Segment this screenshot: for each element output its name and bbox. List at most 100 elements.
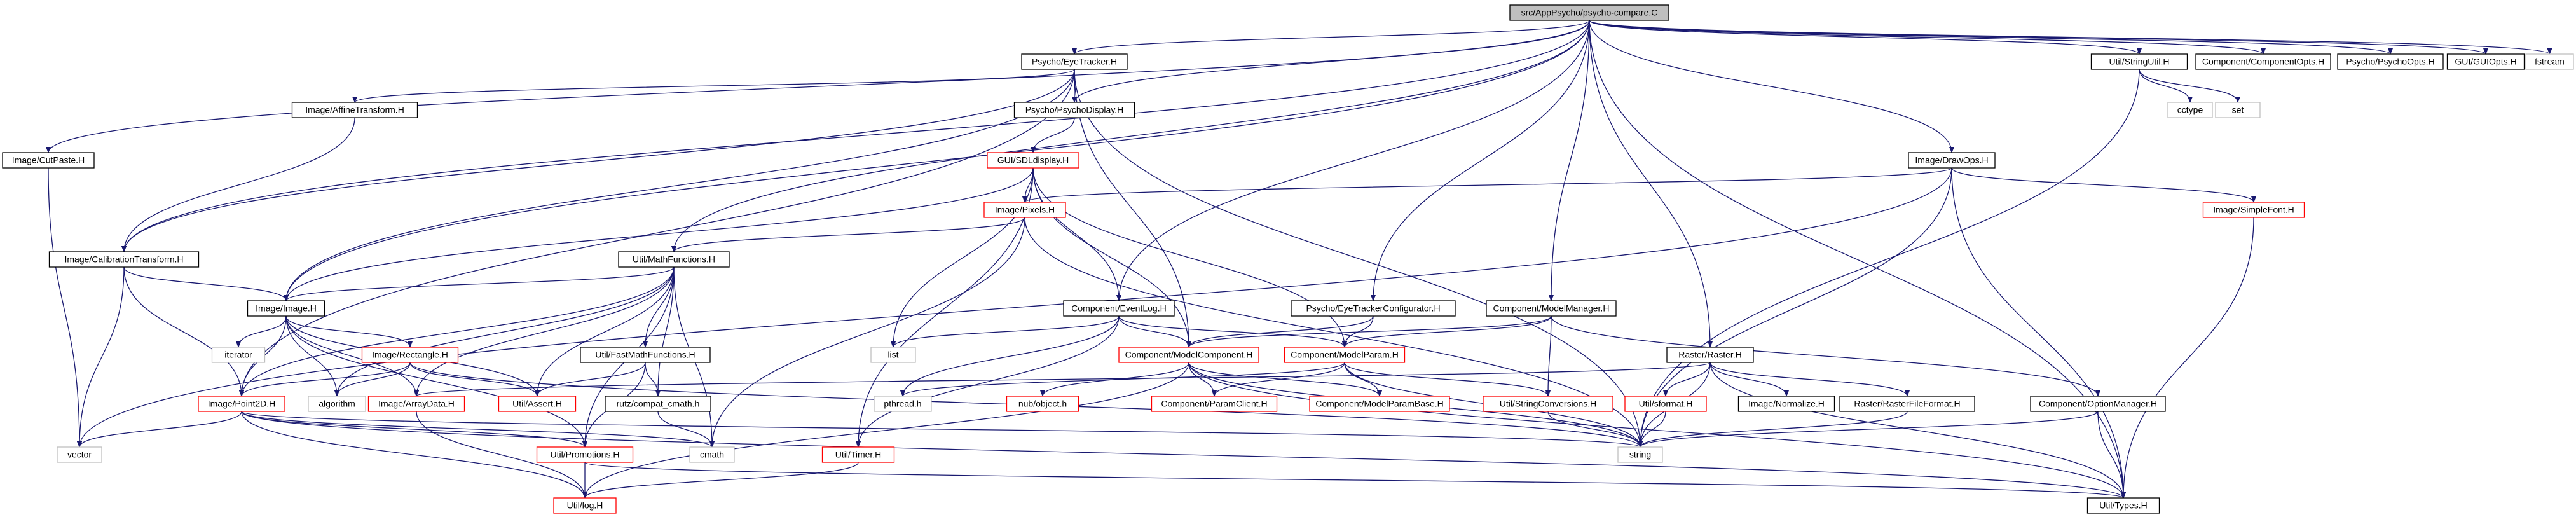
edge-mathfn-to-compatcmath [655,266,675,397]
node-pthread-h[interactable]: pthread.h [874,396,932,412]
node-component-paramclient-h[interactable]: Component/ParamClient.H [1151,396,1278,412]
node-box [367,396,465,412]
node-image-cutpaste-h[interactable]: Image/CutPaste.H [2,152,95,169]
node-iterator[interactable]: iterator [211,347,266,363]
edge-strutil-to-string [1638,69,2140,448]
edge-root-to-image [284,20,1590,301]
node-util-timer-h[interactable]: Util/Timer.H [821,446,895,463]
edge-modcomp-to-parambase [1188,362,1382,397]
node-label: Image/Rectangle.H [372,350,448,360]
node-box [1617,446,1663,463]
edge-mathfn-to-fastmath [643,266,675,348]
edge-root-to-strutil [1589,20,2142,55]
node-vector[interactable]: vector [57,446,102,463]
edge-modparam-to-strconv [1344,362,1551,397]
node-util-log-h[interactable]: Util/log.H [553,497,617,514]
node-psycho-eyetracker-h[interactable]: Psycho/EyeTracker.H [1021,53,1128,70]
node-component-modelcomponent-h[interactable]: Component/ModelComponent.H [1118,347,1259,363]
edge-evlog-to-timer [856,315,1120,448]
node-component-modelmanager-h[interactable]: Component/ModelManager.H [1486,300,1617,317]
node-image-drawops-h[interactable]: Image/DrawOps.H [1908,152,1996,169]
node-fstream[interactable]: fstream [2525,53,2574,70]
node-image-image-h[interactable]: Image/Image.H [247,300,325,317]
node-image-point2d-h[interactable]: Image/Point2D.H [198,396,285,412]
node-util-sformat-h[interactable]: Util/sformat.H [1624,396,1707,412]
node-label: iterator [224,350,252,360]
node-rutz-compat-cmath-h[interactable]: rutz/compat_cmath.h [605,396,711,412]
node-component-eventlog-h[interactable]: Component/EventLog.H [1063,300,1175,317]
edge-fastmath-to-assert [535,362,646,397]
node-box [580,347,711,363]
node-image-pixels-h[interactable]: Image/Pixels.H [983,202,1066,218]
node-component-modelparam-h[interactable]: Component/ModelParam.H [1284,347,1406,363]
edge-root-to-fstream [1589,20,2552,55]
edge-modmgr-to-modcomp [1186,315,1552,348]
edge-pixels-to-cmath [709,217,1025,448]
node-algorithm[interactable]: algorithm [308,396,366,412]
node-raster-raster-h[interactable]: Raster/Raster.H [1666,347,1754,363]
node-gui-sdldisplay-h[interactable]: GUI/SDLdisplay.H [987,152,1079,169]
node-image-rectangle-h[interactable]: Image/Rectangle.H [361,347,459,363]
node-label: Image/Point2D.H [208,399,276,409]
node-util-assert-h[interactable]: Util/Assert.H [498,396,577,412]
node-cctype[interactable]: cctype [2167,102,2213,118]
node-psycho-psychoopts-h[interactable]: Psycho/PsychoOpts.H [2337,53,2444,70]
node-label: algorithm [319,399,355,409]
node-list[interactable]: list [870,347,916,363]
edge-modcomp-to-log [582,362,1189,499]
node-label: Util/MathFunctions.H [633,254,715,265]
node-label: Image/Normalize.H [1748,399,1825,409]
node-util-stringconversions-h[interactable]: Util/StringConversions.H [1483,396,1613,412]
node-image-arraydata-h[interactable]: Image/ArrayData.H [367,396,465,412]
node-nub-object-h[interactable]: nub/object.h [1006,396,1079,412]
edge-point2d-to-cmath [241,411,715,448]
node-label: list [887,350,898,360]
node-util-promotions-h[interactable]: Util/Promotions.H [536,446,634,463]
node-util-fastmathfunctions-h[interactable]: Util/FastMathFunctions.H [580,347,711,363]
node-box [48,251,200,268]
node-label: Image/ArrayData.H [378,399,455,409]
node-util-mathfunctions-h[interactable]: Util/MathFunctions.H [618,251,730,268]
node-label: Component/OptionManager.H [2039,399,2157,409]
edge-drawops-to-types [1951,167,2126,499]
node-cmath[interactable]: cmath [689,446,735,463]
edge-modparam-to-pthread [900,362,1345,397]
node-label: Image/AffineTransform.H [305,105,404,115]
edge-modmgr-to-optmgr [1551,315,2100,397]
edge-point2d-to-promotions [241,411,587,448]
edge-image-to-arraydata [285,315,419,397]
node-box [2,152,95,169]
node-image-affinetransform-h[interactable]: Image/AffineTransform.H [291,102,418,118]
edge-point2d-to-string [241,411,1643,448]
node-set[interactable]: set [2215,102,2261,118]
node-label: Component/ModelParamBase.H [1315,399,1444,409]
node-box [987,152,1079,169]
node-string[interactable]: string [1617,446,1663,463]
node-psycho-psychodisplay-h[interactable]: Psycho/PsychoDisplay.H [1013,102,1135,118]
node-util-stringutil-h[interactable]: Util/StringUtil.H [2090,53,2188,70]
node-label: cctype [2177,105,2203,115]
edge-cutpaste-to-vector [48,167,82,448]
node-psycho-eyetrackerconfigurator-h[interactable]: Psycho/EyeTrackerConfigurator.H [1291,300,1456,317]
node-component-optionmanager-h[interactable]: Component/OptionManager.H [2030,396,2166,412]
node-util-types-h[interactable]: Util/Types.H [2086,497,2160,514]
edge-arraydata-to-log [416,411,587,499]
node-component-componentopts-h[interactable]: Component/ComponentOpts.H [2195,53,2331,70]
node-image-calibrationtransform-h[interactable]: Image/CalibrationTransform.H [48,251,200,268]
node-label: Component/ModelManager.H [1493,303,1610,314]
node-image-normalize-h[interactable]: Image/Normalize.H [1737,396,1835,412]
node-raster-rasterfileformat-h[interactable]: Raster/RasterFileFormat.H [1839,396,1975,412]
node-label: Component/ParamClient.H [1161,399,1267,409]
node-image-simplefont-h[interactable]: Image/SimpleFont.H [2202,202,2305,218]
node-label: fstream [2535,57,2565,67]
node-box [1737,396,1835,412]
node-label: Util/FastMathFunctions.H [595,350,695,360]
edge-mathfn-to-arraydata [414,266,675,397]
node-src-apppsycho-psycho-compare-c[interactable]: src/AppPsycho/psycho-compare.C [1509,4,1669,21]
node-component-modelparambase-h[interactable]: Component/ModelParamBase.H [1309,396,1450,412]
edge-mathfn-to-image [284,266,675,301]
node-box [1013,102,1135,118]
node-gui-guiopts-h[interactable]: GUI/GUIOpts.H [2446,53,2525,70]
edge-raster-to-types [1709,362,2126,499]
node-box [689,446,735,463]
